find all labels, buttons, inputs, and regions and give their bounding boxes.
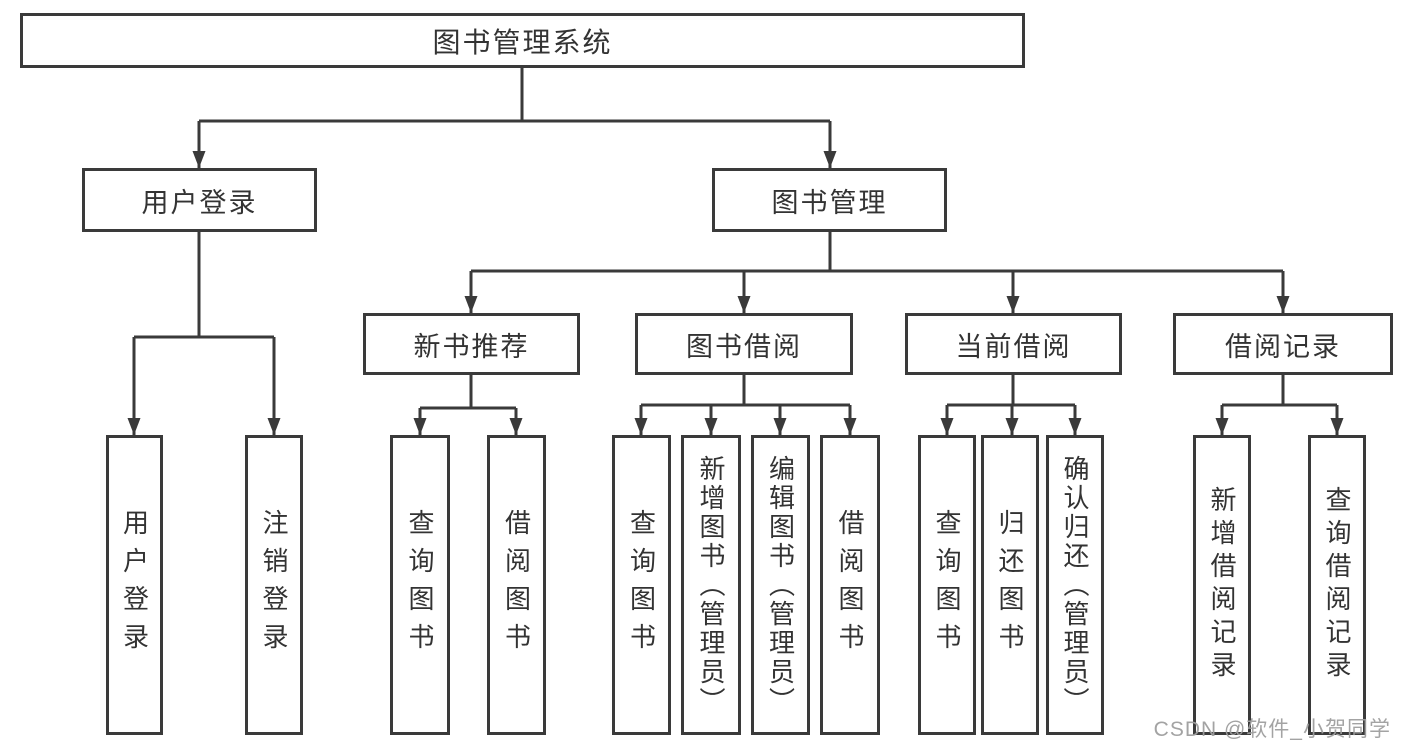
node-current-borrowing: 当前借阅 — [905, 313, 1122, 375]
node-label: 借阅图书 — [835, 509, 865, 661]
connector-book-management — [471, 232, 1283, 273]
connector-new-books — [420, 375, 516, 410]
node-label: 借阅图书 — [501, 509, 532, 661]
node-label: 注销登录 — [259, 509, 289, 661]
node-label: 确认归还（管理员） — [1060, 454, 1090, 716]
node-label: 借阅记录 — [1225, 331, 1341, 362]
leaf-add-borrow-record: 新增借阅记录 — [1193, 435, 1251, 735]
node-label: 当前借阅 — [955, 331, 1072, 362]
leaf-add-book-admin: 新增图书（管理员） — [681, 435, 741, 735]
leaf-borrow-books-1: 借阅图书 — [487, 435, 546, 735]
connector-borrow-records — [1222, 375, 1337, 407]
leaf-logout: 注销登录 — [245, 435, 303, 735]
node-label: 编辑图书（管理员） — [765, 454, 796, 716]
node-label: 新增图书（管理员） — [696, 454, 726, 716]
leaf-search-books-2: 查询图书 — [612, 435, 671, 735]
node-root-system: 图书管理系统 — [20, 13, 1025, 68]
node-label: 用户登录 — [141, 187, 258, 218]
node-book-borrowing: 图书借阅 — [635, 313, 853, 375]
node-label: 新书推荐 — [413, 331, 530, 362]
connector-user-login — [134, 232, 274, 339]
node-user-login: 用户登录 — [82, 168, 317, 232]
node-book-management: 图书管理 — [712, 168, 947, 232]
leaf-search-books-1: 查询图书 — [390, 435, 450, 735]
node-borrow-records: 借阅记录 — [1173, 313, 1393, 375]
leaf-edit-book-admin: 编辑图书（管理员） — [751, 435, 810, 735]
leaf-confirm-return-admin: 确认归还（管理员） — [1046, 435, 1104, 735]
node-label: 用户登录 — [119, 509, 150, 661]
csdn-watermark: CSDN @软件_小贺同学 — [1153, 718, 1391, 741]
node-label: 图书管理系统 — [432, 26, 613, 58]
leaf-user-login: 用户登录 — [106, 435, 163, 735]
connector-book-borrow — [641, 375, 850, 407]
connector-current-borrow — [947, 375, 1075, 407]
node-label: 图书管理 — [771, 187, 888, 218]
leaf-search-borrow-record: 查询借阅记录 — [1308, 435, 1366, 735]
node-new-book-recommend: 新书推荐 — [363, 313, 580, 375]
node-label: 查询借阅记录 — [1322, 486, 1352, 684]
connector-root — [199, 68, 830, 123]
leaf-borrow-books-2: 借阅图书 — [820, 435, 880, 735]
leaf-return-book: 归还图书 — [981, 435, 1039, 735]
node-label: 图书借阅 — [686, 331, 802, 362]
node-label: 查询图书 — [405, 509, 435, 661]
node-label: 新增借阅记录 — [1207, 486, 1237, 684]
node-label: 查询图书 — [626, 509, 657, 661]
leaf-search-books-3: 查询图书 — [918, 435, 976, 735]
node-label: 归还图书 — [995, 509, 1025, 661]
node-label: 查询图书 — [932, 509, 962, 661]
